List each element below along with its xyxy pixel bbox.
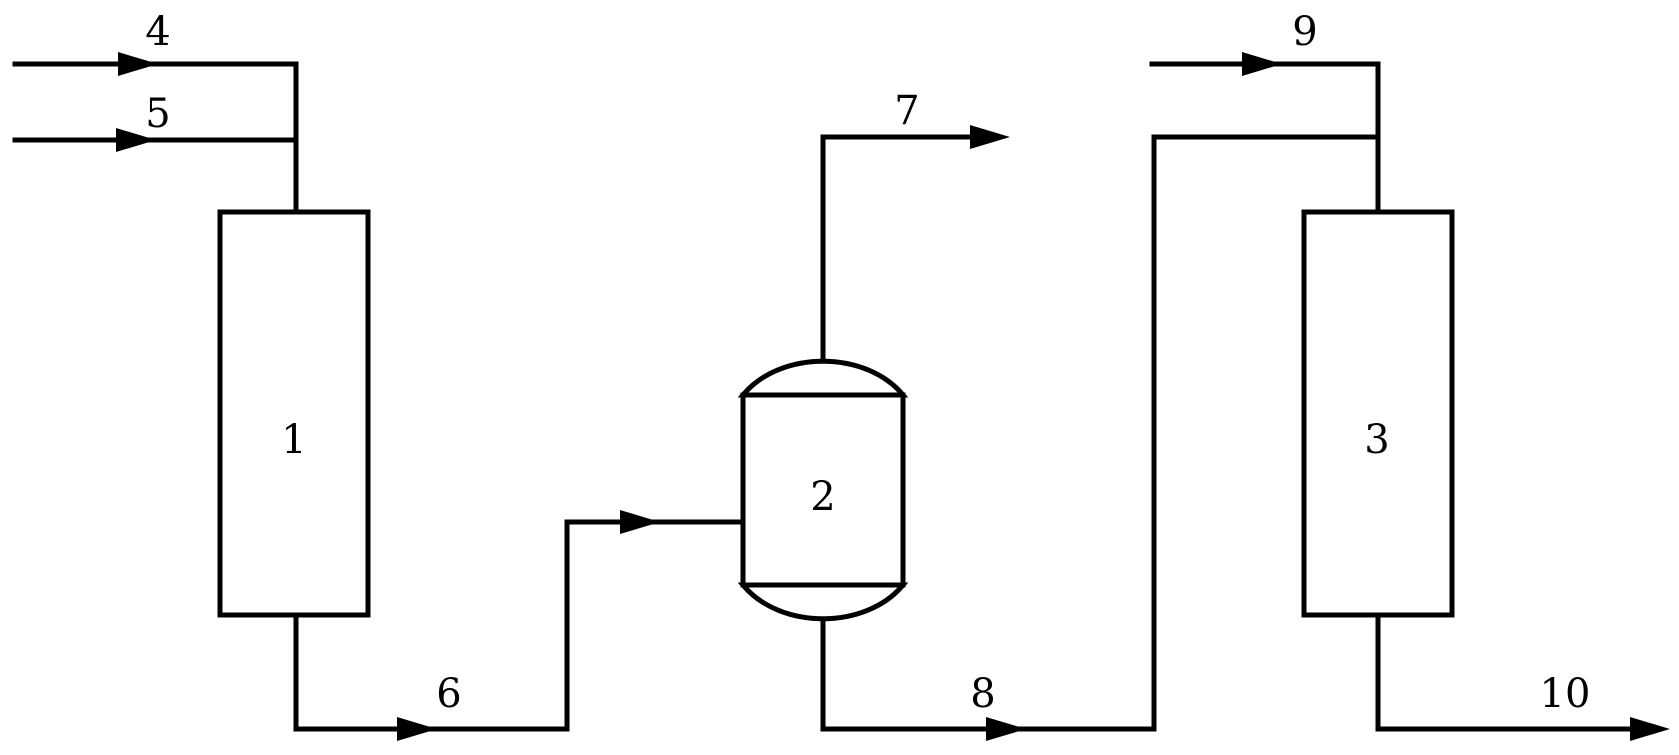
stream-7-line [820,134,975,363]
unit-3-column [1301,209,1455,618]
stream-10-label: 10 [1540,671,1591,717]
stream-9-arrow [1242,52,1282,76]
stream-4-arrow [118,52,158,76]
stream-10-arrow [1630,717,1670,741]
unit-2-bottom-head [737,582,909,622]
unit-1-column [217,209,371,618]
unit-2-top-head [737,358,909,398]
stream-9-label: 9 [1292,9,1317,55]
stream-6-inlet-arrow [620,510,660,534]
unit-2-label: 2 [810,474,835,520]
unit-3-label: 3 [1364,417,1389,463]
unit-2-drum-body [740,392,906,588]
stream-9-line [1149,61,1381,215]
stream-7-arrow [970,125,1010,149]
stream-10-line [1375,612,1635,732]
stream-5-label: 5 [145,91,170,137]
stream-8-arrow [986,717,1026,741]
stream-8-label: 8 [970,671,995,717]
unit-1-label: 1 [281,417,306,463]
stream-5-arrow [116,128,156,152]
stream-4-label: 4 [145,9,170,55]
stream-7-label: 7 [894,88,919,134]
stream-8-line [820,134,1381,732]
stream-6-arrow [397,717,437,741]
stream-6-label: 6 [436,671,461,717]
